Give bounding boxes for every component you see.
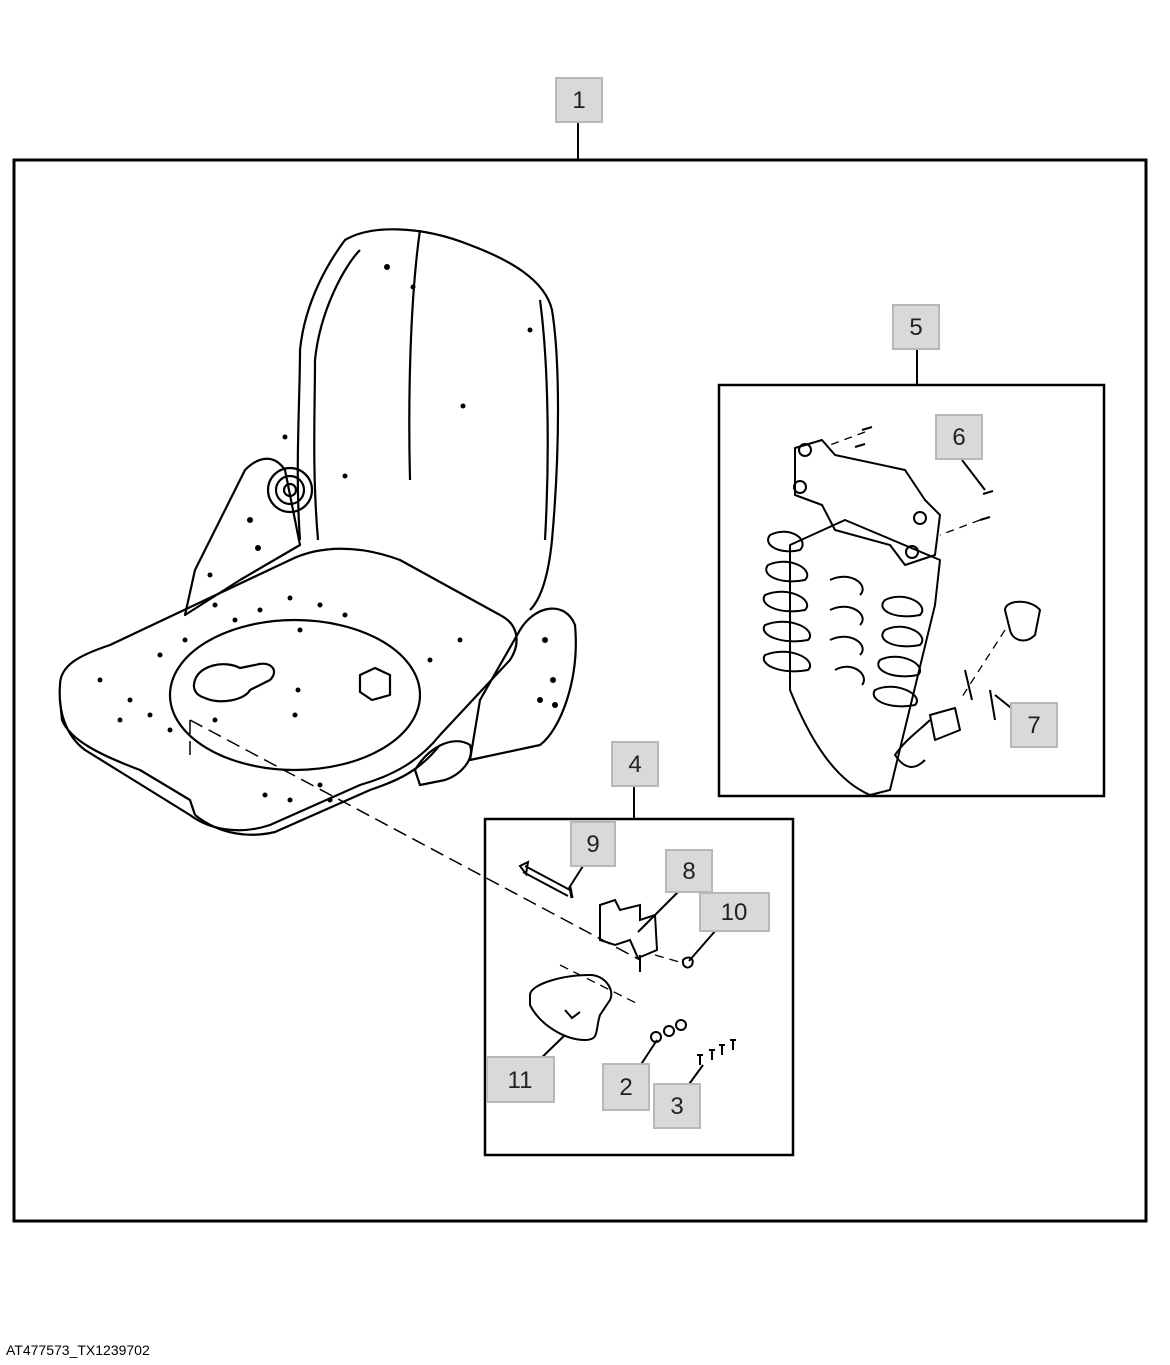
- figure-id-caption: AT477573_TX1239702: [6, 1342, 150, 1358]
- svg-text:9: 9: [586, 831, 599, 858]
- dashed-leaders: [189, 719, 641, 961]
- main-assembly-frame: [12, 158, 1148, 1223]
- callout-10: 10: [699, 892, 770, 932]
- callout-4: 4: [611, 741, 659, 787]
- callout-3: 3: [653, 1083, 701, 1129]
- svg-text:3: 3: [670, 1093, 683, 1120]
- detail-box-5: [717, 383, 1106, 798]
- detail-4-leaders: [531, 865, 717, 1088]
- callout-5: 5: [892, 304, 940, 350]
- detail-5-leaders: [961, 459, 1021, 716]
- svg-text:1: 1: [572, 87, 585, 114]
- svg-text:2: 2: [619, 1074, 632, 1101]
- svg-text:6: 6: [952, 424, 965, 451]
- callout-11: 11: [486, 1056, 555, 1103]
- detail-4-dashes: [559, 954, 684, 1006]
- svg-text:8: 8: [682, 858, 695, 885]
- detail-box-4: [483, 817, 795, 1157]
- svg-text:4: 4: [628, 751, 641, 778]
- callout-9: 9: [570, 821, 616, 867]
- callout-7: 7: [1010, 702, 1058, 748]
- detail-5-dashes: [829, 431, 1006, 701]
- seat-assembly: [58, 228, 577, 836]
- detail-5-parts: [762, 426, 1041, 796]
- svg-text:10: 10: [721, 899, 748, 926]
- callout-2: 2: [602, 1063, 650, 1111]
- callout-6: 6: [935, 414, 983, 460]
- detail-4-parts: [518, 860, 736, 1065]
- svg-text:5: 5: [909, 314, 922, 341]
- seat-holes: [97, 264, 558, 803]
- callout-8: 8: [665, 849, 713, 893]
- svg-text:7: 7: [1027, 712, 1040, 739]
- svg-text:11: 11: [508, 1067, 533, 1094]
- callout-1: 1: [555, 77, 603, 123]
